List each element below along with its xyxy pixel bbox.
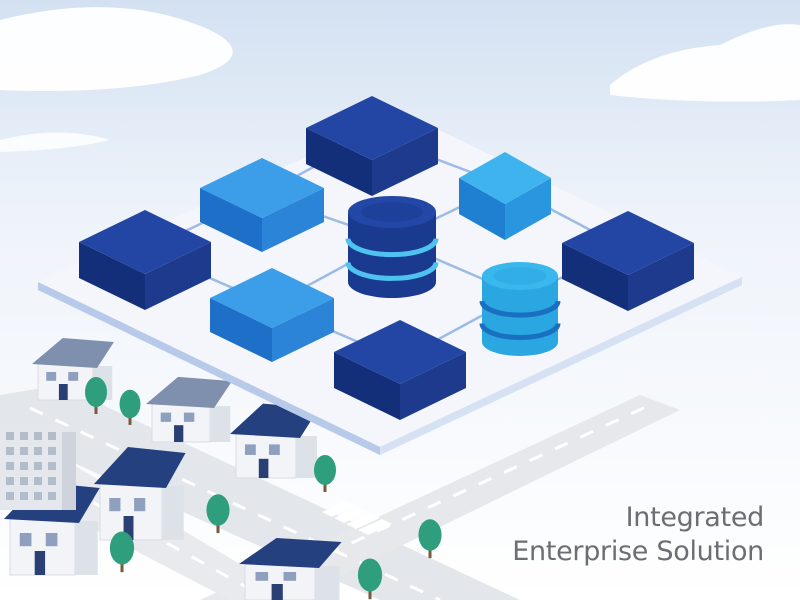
house-icon xyxy=(146,376,233,443)
server-block-icon xyxy=(562,211,694,311)
tree-icon xyxy=(314,455,336,492)
caption-line-1: Integrated xyxy=(625,502,765,533)
server-block-icon xyxy=(334,320,466,420)
server-block-icon xyxy=(459,152,551,240)
database-cylinder-icon xyxy=(345,196,439,298)
network-nodes xyxy=(79,96,694,420)
house-icon xyxy=(94,447,186,541)
houses-group xyxy=(0,338,342,600)
tree-icon xyxy=(418,519,442,559)
server-block-icon xyxy=(306,96,438,196)
tree-icon xyxy=(206,494,230,534)
tree-icon xyxy=(109,531,135,573)
server-block-icon xyxy=(210,268,334,362)
tree-icon xyxy=(85,377,107,414)
server-block-icon xyxy=(200,158,324,252)
cloud-icon xyxy=(0,7,233,92)
platform-rim xyxy=(38,282,380,455)
cloud-icon xyxy=(610,24,800,102)
trees-group xyxy=(85,377,442,600)
platform-rim xyxy=(380,277,742,455)
server-block-icon xyxy=(79,210,211,310)
database-cylinder-icon xyxy=(479,262,561,356)
office-building-icon xyxy=(0,425,76,510)
house-icon xyxy=(239,538,342,600)
tree-icon xyxy=(357,558,383,600)
cloud-icon xyxy=(0,132,110,152)
tree-icon xyxy=(119,389,141,425)
caption-line-2: Enterprise Solution xyxy=(512,536,764,567)
crosswalk xyxy=(322,501,392,535)
